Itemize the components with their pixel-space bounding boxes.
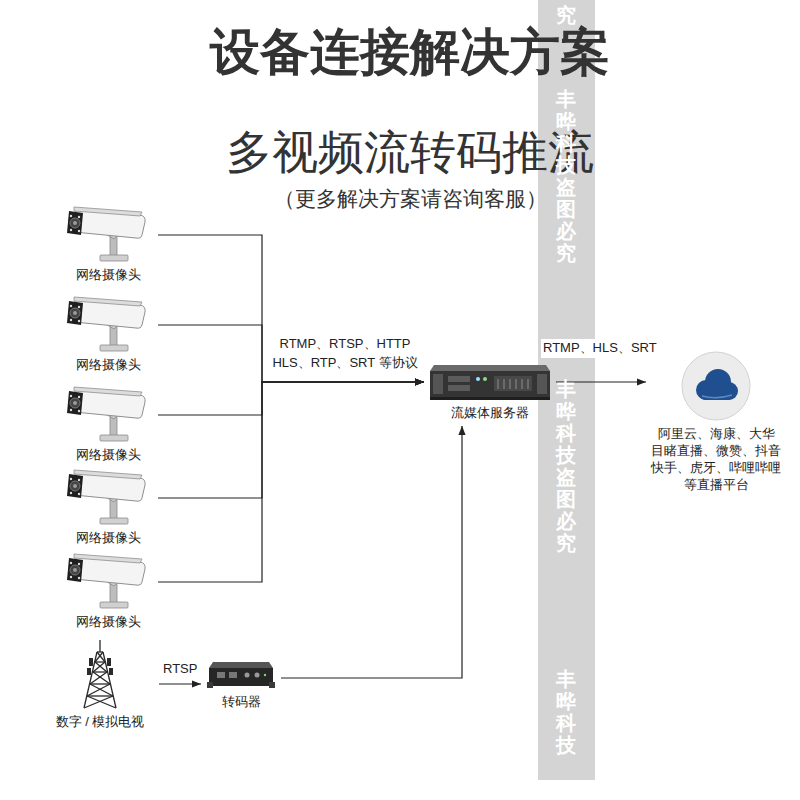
- camera-node: 网络摄像头: [58, 552, 158, 635]
- connector-arrow: [158, 382, 424, 498]
- device-icon: [430, 363, 550, 401]
- node-text: 网络摄像头: [58, 267, 158, 284]
- device-icon: [66, 552, 150, 610]
- camera-node: 网络摄像头: [58, 205, 158, 288]
- node-text: 网络摄像头: [58, 530, 158, 547]
- device-icon: [70, 638, 130, 710]
- diagram-title: 设备连接解决方案: [20, 22, 800, 82]
- connector-arrow: [159, 683, 201, 684]
- connector-arrow: [158, 235, 424, 382]
- camera-node: 网络摄像头: [58, 468, 158, 551]
- device-icon: [66, 205, 150, 263]
- device-icon: [66, 468, 150, 526]
- platform-node: 阿里云、海康、大华 目睹直播、微赞、抖音 快手、虎牙、哔哩哔哩 等直播平台: [646, 350, 786, 498]
- protocol-label: RTMP、RTSP、HTTP HLS、RTP、SRT 等协议: [266, 335, 424, 373]
- watermark-text: 丰晔科技 盗图必究: [556, 378, 576, 554]
- connector-arrow: [158, 325, 424, 382]
- transcoder-node: 转码器: [201, 660, 281, 715]
- watermark-text: 丰晔科技: [556, 668, 576, 756]
- note-text: （更多解决方案请咨询客服）: [20, 186, 800, 212]
- node-text: 转码器: [201, 694, 281, 711]
- protocol-label: RTMP、HLS、SRT: [541, 339, 659, 358]
- camera-node: 网络摄像头: [58, 295, 158, 378]
- device-icon: [66, 295, 150, 353]
- tv-source-node: 数字 / 模拟电视: [41, 638, 159, 735]
- watermark-text: 究: [556, 4, 576, 26]
- connector-arrow: [158, 382, 424, 582]
- node-text: 流媒体服务器: [424, 405, 556, 422]
- subtitle: 多视频流转码推流: [20, 124, 800, 182]
- device-icon: [66, 385, 150, 443]
- protocol-label: RTSP: [161, 660, 199, 679]
- camera-node: 网络摄像头: [58, 385, 158, 468]
- connector-arrow: [281, 426, 462, 678]
- watermark-text: 丰晔科技 盗图必究: [556, 88, 576, 264]
- node-text: 网络摄像头: [58, 614, 158, 631]
- node-text: 网络摄像头: [58, 357, 158, 374]
- node-text: 网络摄像头: [58, 447, 158, 464]
- connector-arrow: [158, 382, 424, 415]
- node-text: 阿里云、海康、大华 目睹直播、微赞、抖音 快手、虎牙、哔哩哔哩 等直播平台: [650, 426, 782, 494]
- device-icon: [207, 660, 275, 690]
- server-node: 流媒体服务器: [424, 363, 556, 426]
- device-icon: [680, 350, 752, 422]
- node-text: 数字 / 模拟电视: [41, 714, 159, 731]
